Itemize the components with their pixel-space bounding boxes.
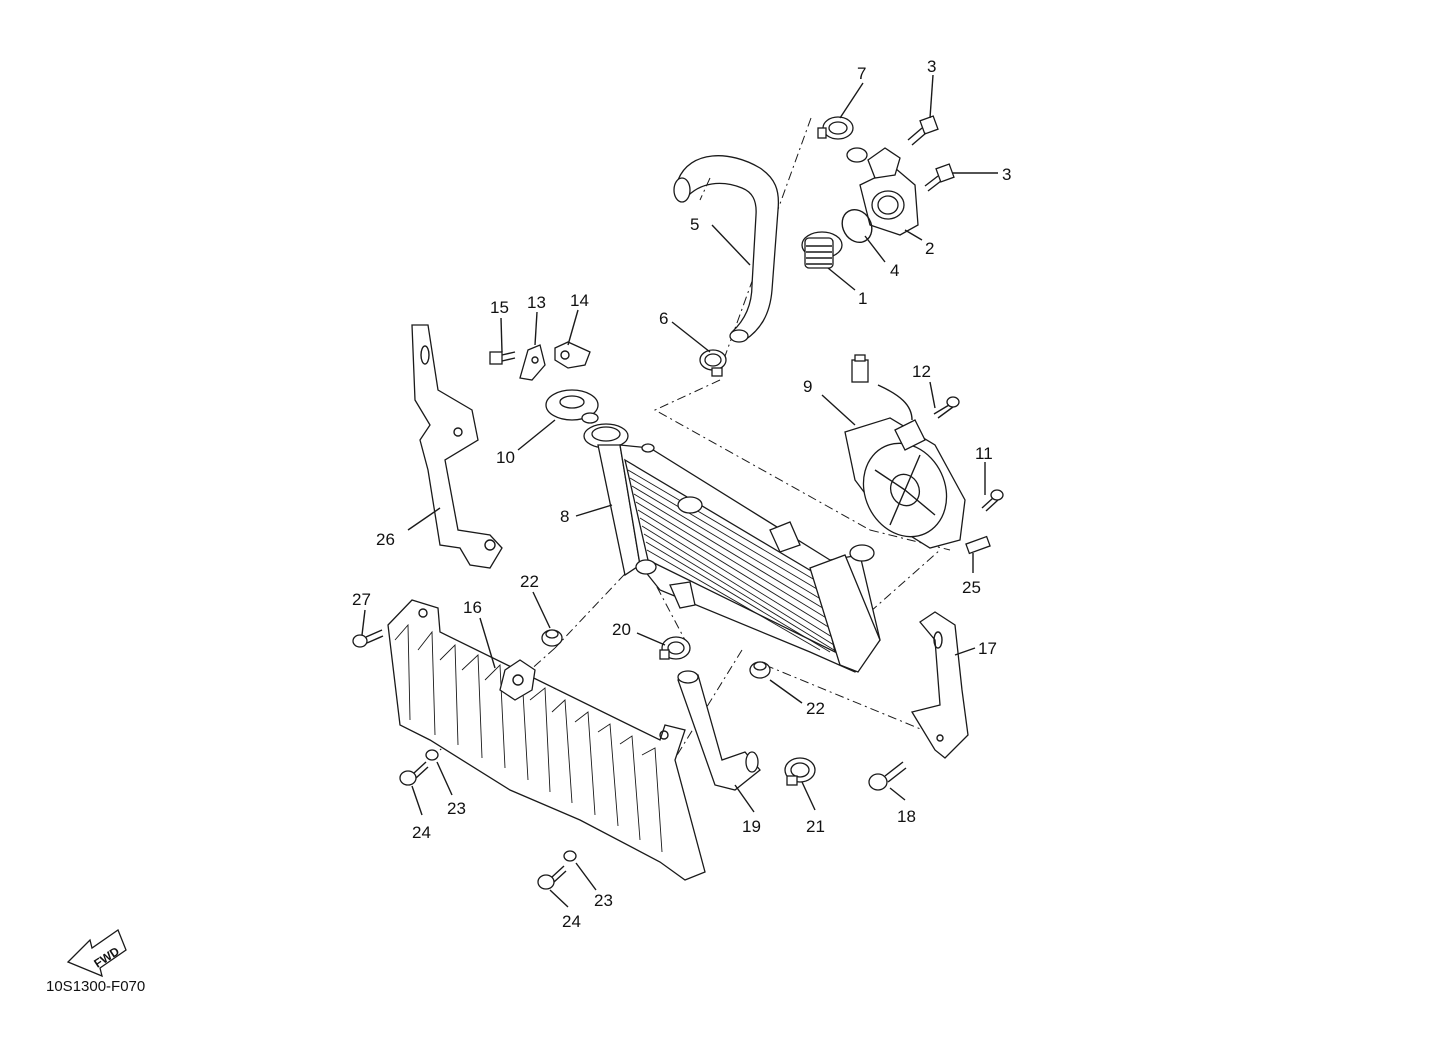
bolt-24-lower xyxy=(537,865,567,890)
callout-10: 10 xyxy=(496,448,515,467)
collar-25 xyxy=(965,535,991,555)
bracket-13 xyxy=(519,344,546,381)
callout-3-upper: 3 xyxy=(927,57,936,76)
callout-16: 16 xyxy=(463,598,482,617)
callout-7: 7 xyxy=(857,64,866,83)
callout-8: 8 xyxy=(560,507,569,526)
bolt-3-lower xyxy=(924,163,955,192)
callout-17: 17 xyxy=(978,639,997,658)
callout-2: 2 xyxy=(925,239,934,258)
bolt-3-upper xyxy=(907,115,939,146)
bolt-18 xyxy=(868,761,907,791)
screw-12 xyxy=(933,396,960,419)
callout-23-lower: 23 xyxy=(594,891,613,910)
hose-clamp-top xyxy=(817,116,854,140)
callout-21: 21 xyxy=(806,817,825,836)
radiator-guard xyxy=(387,599,706,881)
radiator-cap xyxy=(545,389,599,424)
callout-24-upper: 24 xyxy=(412,823,431,842)
thermostat xyxy=(801,231,843,269)
callout-25: 25 xyxy=(962,578,981,597)
diagram-code: 10S1300-F070 xyxy=(46,978,146,995)
callout-27: 27 xyxy=(352,590,371,609)
grommet-22-left xyxy=(541,629,563,647)
forward-arrow-icon: FWD xyxy=(66,929,127,978)
callout-26: 26 xyxy=(376,530,395,549)
hose-clamp-20 xyxy=(659,636,691,660)
collar-23-lower xyxy=(563,850,577,862)
callout-6: 6 xyxy=(659,309,668,328)
callout-5: 5 xyxy=(690,215,699,234)
leader-lines xyxy=(361,74,998,908)
hose-clamp-21 xyxy=(784,757,816,786)
callout-13: 13 xyxy=(527,293,546,312)
o-ring xyxy=(841,208,873,244)
lower-radiator-hose xyxy=(677,670,761,791)
radiator xyxy=(583,423,881,673)
thermostat-cover xyxy=(846,147,919,236)
callout-1: 1 xyxy=(858,289,867,308)
screw-11 xyxy=(981,489,1004,512)
callout-20: 20 xyxy=(612,620,631,639)
callout-22-left: 22 xyxy=(520,572,539,591)
cooling-fan xyxy=(844,354,966,549)
callout-numbers: 7 3 3 2 4 1 5 6 9 12 11 8 10 15 13 14 26… xyxy=(352,57,1011,931)
bracket-26 xyxy=(411,324,503,569)
bolt-24-upper xyxy=(399,761,429,786)
collar-23-upper xyxy=(425,749,439,761)
clip-14 xyxy=(554,341,591,369)
callout-23-upper: 23 xyxy=(447,799,466,818)
callout-18: 18 xyxy=(897,807,916,826)
callout-9: 9 xyxy=(803,377,812,396)
callout-12: 12 xyxy=(912,362,931,381)
hose-clamp-6 xyxy=(699,349,727,377)
bracket-17 xyxy=(910,611,969,759)
bolt-27 xyxy=(352,629,384,648)
callout-4: 4 xyxy=(890,261,899,280)
callout-19: 19 xyxy=(742,817,761,836)
radiator-core-fins xyxy=(627,469,835,653)
upper-radiator-hose xyxy=(673,155,780,343)
callout-24-lower: 24 xyxy=(562,912,581,931)
bolt-15 xyxy=(489,351,516,365)
grommet-22-right xyxy=(749,661,771,679)
callout-22-right: 22 xyxy=(806,699,825,718)
callout-11: 11 xyxy=(975,444,993,463)
callout-15: 15 xyxy=(490,298,509,317)
callout-14: 14 xyxy=(570,291,589,310)
callout-3-lower: 3 xyxy=(1002,165,1011,184)
